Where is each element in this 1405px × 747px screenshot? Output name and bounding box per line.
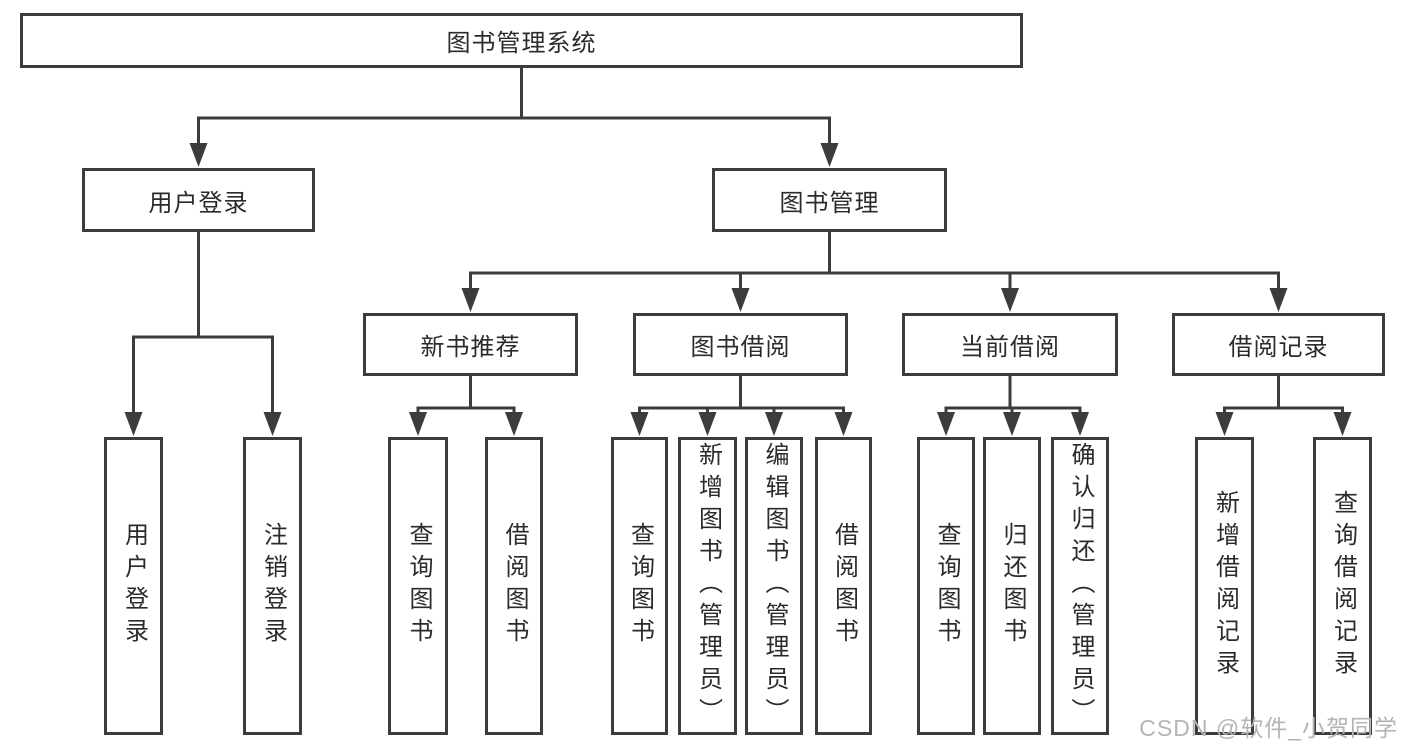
node-leaf-borrow-books: 借阅图书 (815, 437, 872, 735)
node-label: 当前借阅 (960, 334, 1060, 361)
node-leaf-query-borrow-record: 查询借阅记录 (1313, 437, 1372, 735)
node-leaf-user-login: 用户登录 (104, 437, 163, 735)
node-book-management: 图书管理 (712, 168, 947, 232)
leaf-label: 借阅图书 (830, 522, 858, 650)
node-label: 新书推荐 (420, 334, 521, 361)
leaf-label: 编辑图书（管理员） (761, 442, 788, 730)
leaf-label: 用户登录 (120, 522, 148, 650)
node-leaf-edit-books-admin: 编辑图书（管理员） (745, 437, 803, 735)
node-leaf-query-books: 查询图书 (611, 437, 668, 735)
node-label: 图书管理 (779, 189, 880, 217)
leaf-label: 查询借阅记录 (1329, 490, 1357, 682)
node-leaf-borrow-books: 借阅图书 (485, 437, 543, 735)
node-leaf-add-borrow-record: 新增借阅记录 (1195, 437, 1254, 735)
node-borrow-records: 借阅记录 (1172, 313, 1385, 376)
node-leaf-logout: 注销登录 (243, 437, 302, 735)
node-leaf-query-books: 查询图书 (388, 437, 448, 735)
node-label: 用户登录 (148, 189, 249, 217)
node-leaf-query-books: 查询图书 (917, 437, 975, 735)
csdn-watermark: CSDN @软件_小贺同学 (1139, 715, 1398, 741)
node-new-book-recommend: 新书推荐 (363, 313, 578, 376)
leaf-label: 新增图书（管理员） (694, 442, 722, 730)
node-leaf-add-books-admin: 新增图书（管理员） (678, 437, 737, 735)
leaf-label: 查询图书 (933, 522, 960, 650)
node-current-borrow: 当前借阅 (902, 313, 1118, 376)
leaf-label: 借阅图书 (501, 522, 528, 650)
node-user-login: 用户登录 (82, 168, 315, 232)
node-leaf-return-books: 归还图书 (983, 437, 1041, 735)
leaf-label: 查询图书 (626, 522, 654, 650)
node-label: 图书借阅 (690, 334, 791, 361)
arrowhead-icons (124, 143, 1352, 436)
node-library-management-system: 图书管理系统 (20, 13, 1023, 68)
leaf-label: 新增借阅记录 (1211, 490, 1239, 682)
leaf-label: 注销登录 (259, 522, 287, 650)
node-label: 借阅记录 (1228, 334, 1329, 361)
node-book-borrow: 图书借阅 (633, 313, 848, 376)
leaf-label: 归还图书 (999, 522, 1026, 650)
leaf-label: 确认归还（管理员） (1067, 442, 1094, 730)
leaf-label: 查询图书 (405, 522, 432, 650)
node-leaf-confirm-return-admin: 确认归还（管理员） (1051, 437, 1109, 735)
node-label: 图书管理系统 (446, 30, 597, 57)
